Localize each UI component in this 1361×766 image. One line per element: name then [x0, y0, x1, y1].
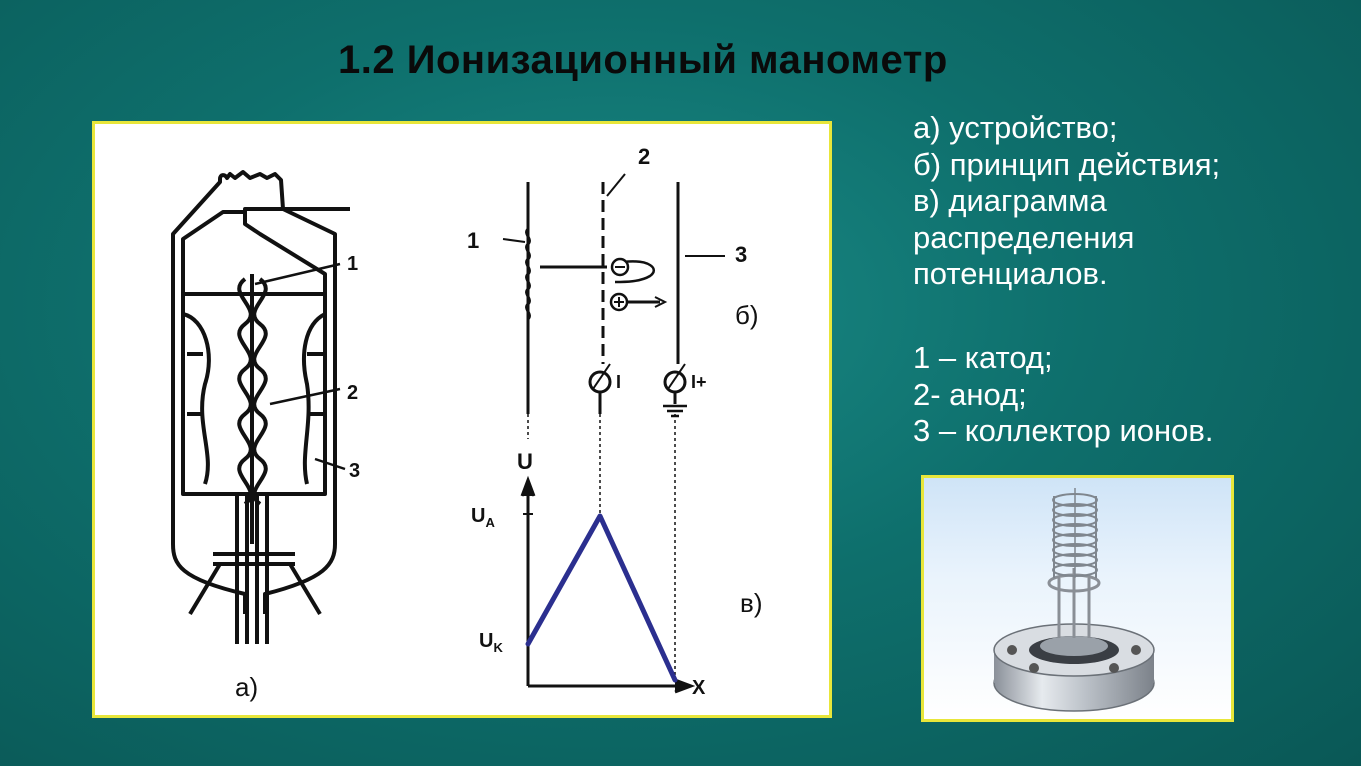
meter-minus-label: I	[616, 372, 621, 392]
caption-item: б) принцип действия;	[913, 146, 1221, 182]
gauge-photo	[921, 475, 1234, 722]
gauge-photo-illustration	[993, 488, 1155, 712]
potential-diagram-axes	[520, 475, 696, 694]
diagram-panel: 1 2 3 а)	[92, 121, 832, 718]
device-label-1: 1	[347, 253, 358, 275]
caption-item: распределения	[913, 219, 1135, 255]
principle-label-2: 2	[638, 144, 650, 169]
legend-item-collector: 3 – коллектор ионов.	[913, 413, 1214, 448]
caption-item: потенциалов.	[913, 256, 1108, 291]
legend-item-cathode: 1 – катод;	[913, 340, 1053, 375]
caption-list: а) устройство; б) принцип действия; в) д…	[913, 110, 1220, 293]
principle-label-1: 1	[467, 228, 479, 253]
caption-item: а) устройство;	[913, 110, 1118, 145]
principle-label-3: 3	[735, 242, 747, 267]
axis-ua-label: UA	[471, 505, 495, 530]
potential-line	[525, 513, 678, 683]
principle-drawing	[502, 173, 725, 679]
device-label-3: 3	[349, 460, 360, 482]
slide-title: 1.2 Ионизационный манометр	[338, 38, 948, 82]
axis-u-label: U	[517, 449, 533, 474]
axis-x-label: X	[692, 677, 706, 699]
legend-item-anode: 2- анод;	[913, 376, 1027, 412]
label-a: а)	[235, 672, 258, 702]
meter-plus-label: I+	[691, 372, 707, 392]
caption-item: в) диаграмма	[913, 183, 1107, 218]
gauge-device-drawing	[171, 170, 350, 644]
label-b: б)	[735, 300, 759, 330]
axis-uk-label: UK	[479, 630, 503, 655]
device-label-2: 2	[347, 382, 358, 404]
legend-list: 1 – катод; 2- анод; 3 – коллектор ионов.	[913, 340, 1213, 450]
label-v: в)	[740, 588, 762, 618]
ionization-gauge-diagram: 1 2 3 а)	[171, 144, 762, 702]
